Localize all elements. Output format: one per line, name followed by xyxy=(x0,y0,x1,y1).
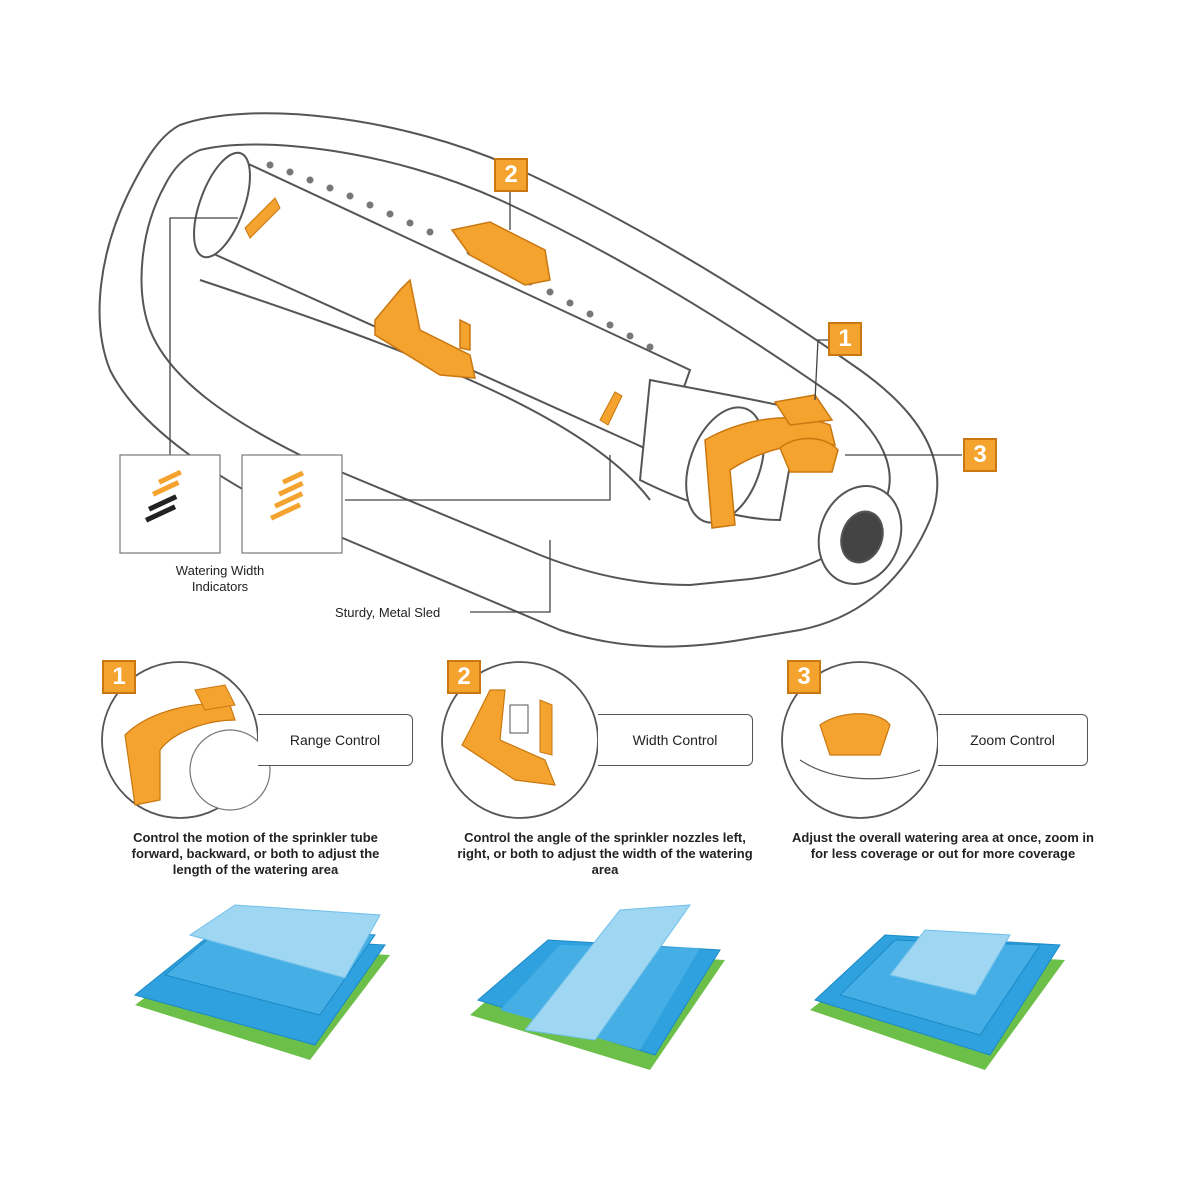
range-control-title: Range Control xyxy=(258,714,413,766)
coverage-width xyxy=(470,905,725,1070)
zoom-control-title: Zoom Control xyxy=(938,714,1088,766)
range-control-description: Control the motion of the sprinkler tube… xyxy=(113,830,398,878)
range-control-badge: 1 xyxy=(102,660,136,694)
width-control-description: Control the angle of the sprinkler nozzl… xyxy=(455,830,755,878)
callout-badge-3: 3 xyxy=(963,438,997,472)
zoom-control-description: Adjust the overall watering area at once… xyxy=(788,830,1098,862)
callout-badge-2: 2 xyxy=(494,158,528,192)
width-control-badge: 2 xyxy=(447,660,481,694)
watering-width-label: Watering Width Indicators xyxy=(160,563,280,595)
coverage-zoom xyxy=(810,930,1065,1070)
coverage-range xyxy=(135,905,390,1060)
zoom-control-knob xyxy=(780,438,838,472)
zoom-control-badge: 3 xyxy=(787,660,821,694)
callout-badge-1: 1 xyxy=(828,322,862,356)
indicator-thumb-2 xyxy=(242,455,342,553)
indicator-thumb-1 xyxy=(120,455,220,553)
sled-label: Sturdy, Metal Sled xyxy=(335,605,475,621)
width-control-title: Width Control xyxy=(598,714,753,766)
